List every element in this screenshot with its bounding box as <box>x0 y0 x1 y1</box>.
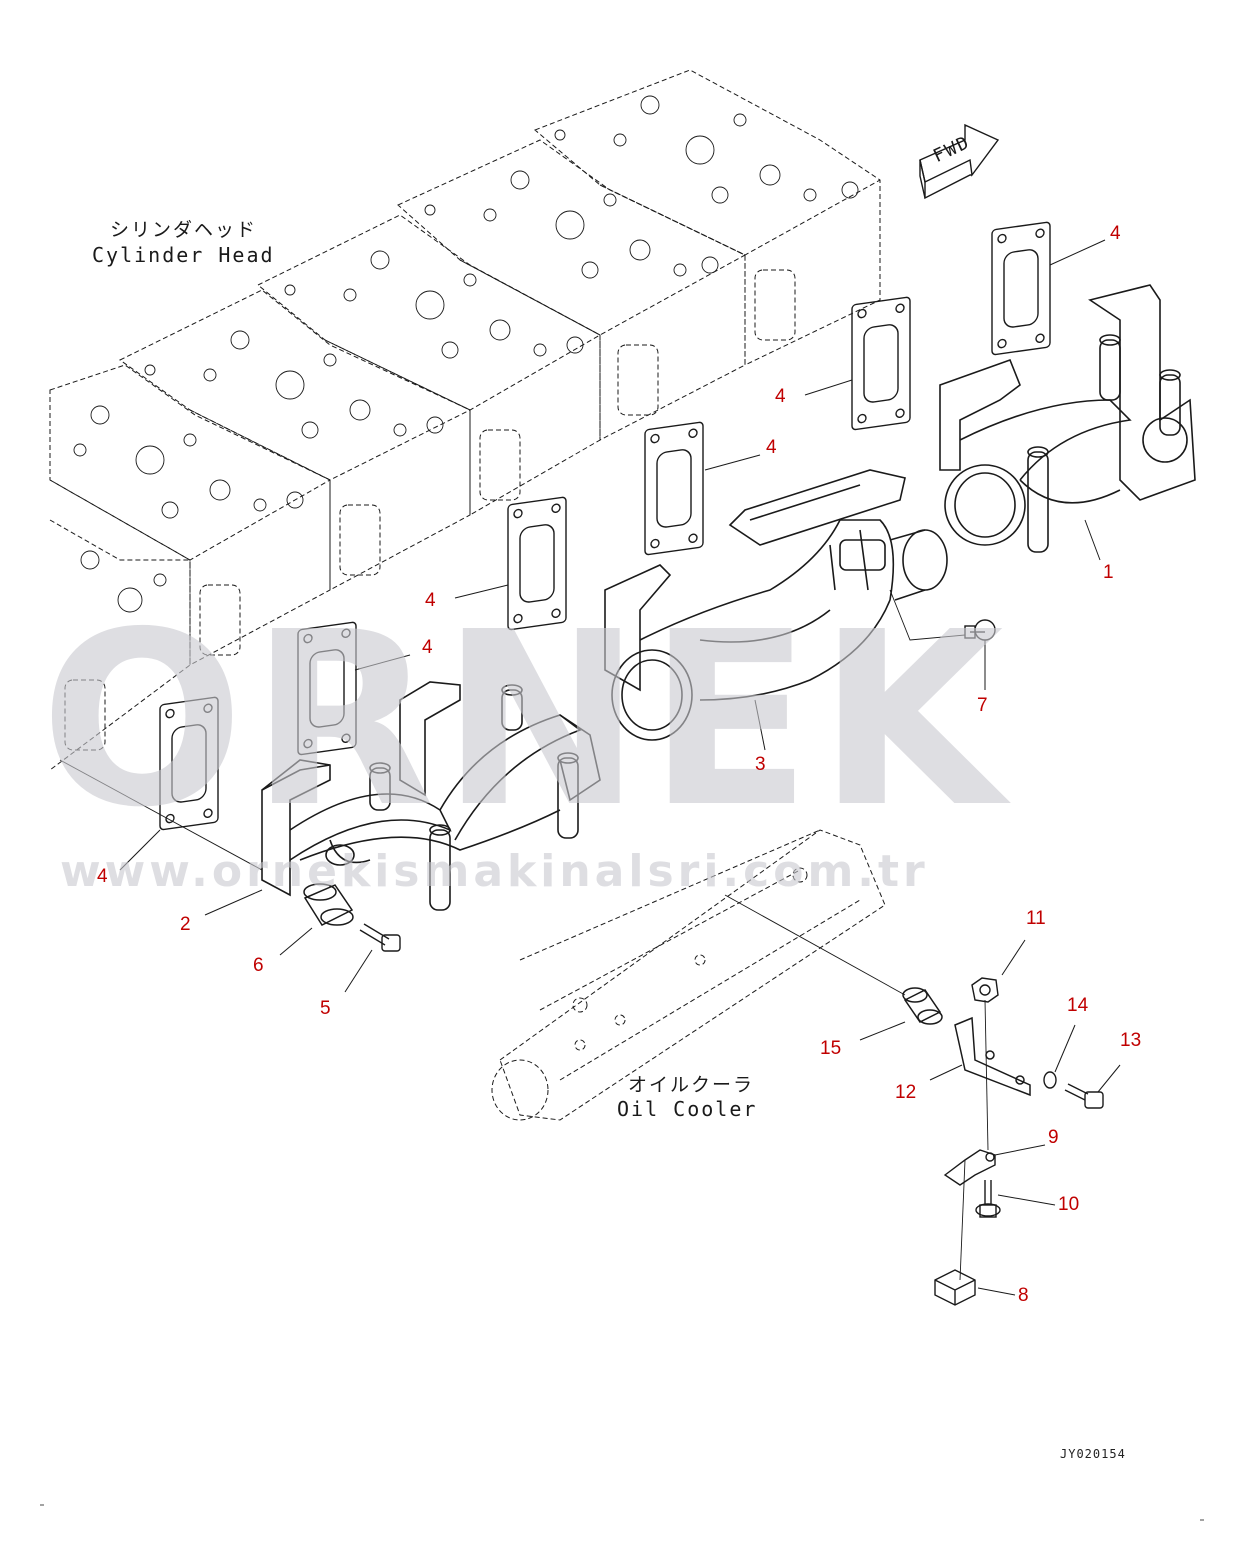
callout-14: 14 <box>1067 995 1089 1016</box>
gaskets <box>159 221 1051 831</box>
watermark-url: www.ornekismakinalsri.com.tr <box>60 846 929 897</box>
callout-5: 5 <box>320 998 331 1019</box>
callout-4-a: 4 <box>97 866 108 887</box>
bolt-10 <box>975 1180 1001 1218</box>
nut-11 <box>971 977 999 1003</box>
exhaust-manifold-front <box>261 681 601 911</box>
callout-3: 3 <box>755 754 766 775</box>
oil-cooler-label-jp: オイルクーラ <box>628 1074 755 1096</box>
bolt-5 <box>359 923 401 952</box>
clip-8 <box>934 1269 976 1306</box>
callout-6: 6 <box>253 955 264 976</box>
callout-10: 10 <box>1058 1194 1080 1215</box>
oil-cooler-label: Oil Cooler <box>617 1097 758 1121</box>
fwd-arrow-icon <box>919 123 1000 200</box>
drawing-code: JY020154 <box>1060 1447 1126 1461</box>
callout-leaders <box>119 239 1121 1296</box>
watermark-brand: ORNEK <box>40 580 1010 860</box>
callout-15: 15 <box>820 1038 842 1059</box>
callout-1: 1 <box>1103 562 1114 583</box>
assembly-lines <box>59 589 989 1281</box>
terminal-9 <box>943 1149 996 1186</box>
oil-cooler <box>491 829 886 1121</box>
callout-4-e: 4 <box>775 386 786 407</box>
callout-13: 13 <box>1120 1030 1142 1051</box>
callout-2: 2 <box>180 914 191 935</box>
washer-14 <box>1043 1071 1057 1089</box>
callout-8: 8 <box>1018 1285 1029 1306</box>
corner-ticks <box>40 1504 1204 1521</box>
cylinder-head-label: Cylinder Head <box>92 243 275 267</box>
callout-7: 7 <box>977 695 988 716</box>
callout-11: 11 <box>1026 908 1046 929</box>
bracket-12 <box>954 1016 1031 1097</box>
callout-4-b: 4 <box>425 590 436 611</box>
cylinder-head-block <box>49 69 881 771</box>
exhaust-manifold-rear <box>939 284 1196 553</box>
callout-4-c: 4 <box>422 637 433 658</box>
bolt-13 <box>1064 1083 1104 1109</box>
callout-4-d: 4 <box>766 437 777 458</box>
spacer-15 <box>902 987 943 1025</box>
callout-9: 9 <box>1048 1127 1059 1148</box>
callout-12: 12 <box>895 1082 917 1103</box>
spacer-collar <box>303 883 354 926</box>
exhaust-manifold-center <box>604 469 948 741</box>
callout-4-f: 4 <box>1110 223 1121 244</box>
cylinder-head-label-jp: シリンダヘッド <box>110 219 258 241</box>
